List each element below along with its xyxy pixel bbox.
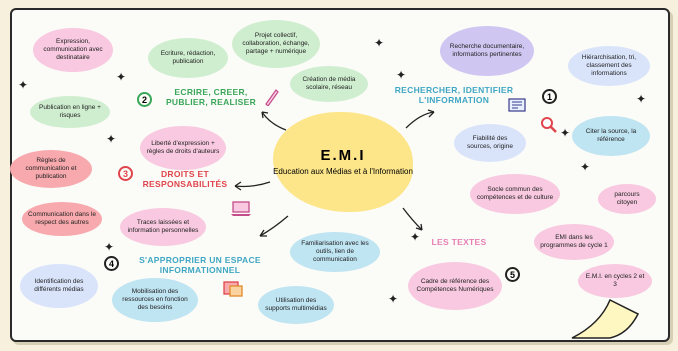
laptop-icon bbox=[231, 201, 251, 216]
bubble-regles: Règles de communication et publication bbox=[10, 150, 92, 188]
center-title: E.M.I bbox=[320, 147, 366, 164]
heading-approprier: S'APPROPRIER UN ESPACE INFORMATIONNEL bbox=[139, 255, 261, 275]
bubble-emi-cycles: E.M.I. en cycles 2 et 3 bbox=[578, 264, 652, 298]
sparkle-icon: ✦ bbox=[396, 68, 407, 82]
bubble-emi-programmes: EMI dans les programmes de cycle 1 bbox=[534, 224, 614, 260]
sparkle-icon: ✦ bbox=[560, 126, 571, 140]
sparkle-icon: ✦ bbox=[116, 70, 127, 84]
section-number-3: 3 bbox=[118, 166, 133, 181]
arrow-icon bbox=[259, 215, 289, 237]
bubble-parcours: parcours citoyen bbox=[598, 184, 656, 214]
sparkle-icon: ✦ bbox=[104, 240, 115, 254]
bubble-ecriture: Ecriture, rédaction, publication bbox=[148, 38, 228, 78]
bubble-recherche: Recherche documentaire, informations per… bbox=[440, 26, 534, 76]
magnifier-icon bbox=[541, 117, 557, 133]
bubble-creation: Création de média scolaire, réseau bbox=[290, 66, 368, 102]
sparkle-icon: ✦ bbox=[636, 92, 647, 106]
bubble-traces: Traces laissées et information personnel… bbox=[120, 208, 206, 246]
sparkle-icon: ✦ bbox=[18, 78, 29, 92]
tablet-icon bbox=[223, 281, 243, 297]
heading-ecrire: ECRIRE, CREER, PUBLIER, REALISER bbox=[165, 87, 257, 107]
bubble-communication: Communication dans le respect des autres bbox=[22, 202, 102, 236]
heading-textes: LES TEXTES bbox=[431, 237, 487, 247]
folded-corner-icon bbox=[571, 298, 640, 339]
bubble-expression: Expression, communication avec destinata… bbox=[33, 28, 113, 72]
sparkle-icon: ✦ bbox=[410, 230, 421, 244]
heading-droits: DROITS ET RESPONSABILITÉS bbox=[142, 169, 228, 189]
sparkle-icon: ✦ bbox=[374, 36, 385, 50]
bubble-citer: Citer la source, la référence bbox=[572, 116, 650, 156]
bubble-identification: Identification des différents médias bbox=[20, 264, 98, 308]
center-subtitle: Education aux Médias et à l'Information bbox=[273, 167, 413, 176]
pencil-icon bbox=[265, 89, 279, 106]
sparkle-icon: ✦ bbox=[580, 160, 591, 174]
arrow-icon bbox=[405, 109, 435, 129]
bubble-projet: Projet collectif, collaboration, échange… bbox=[232, 20, 320, 68]
section-number-2: 2 bbox=[137, 92, 152, 107]
bubble-hierarchisation: Hiérarchisation, tri, classement des inf… bbox=[568, 46, 650, 86]
bubble-utilisation: Utilisation des supports multimédias bbox=[258, 286, 334, 324]
section-number-4: 4 bbox=[104, 256, 119, 271]
sparkle-icon: ✦ bbox=[106, 132, 117, 146]
bubble-liberte: Liberté d'expression + règles de droits … bbox=[140, 126, 226, 170]
section-number-1: 1 bbox=[542, 89, 557, 104]
bubble-familiarisation: Familiarisation avec les outils, lien de… bbox=[290, 232, 380, 272]
bubble-cadre: Cadre de référence des Compétences Numér… bbox=[408, 262, 502, 310]
arrow-icon bbox=[261, 111, 287, 131]
arrow-icon bbox=[402, 207, 423, 231]
bubble-publication: Publication en ligne + risques bbox=[30, 96, 110, 128]
bubble-socle: Socle commun des compétences et de cultu… bbox=[470, 174, 560, 214]
sparkle-icon: ✦ bbox=[388, 292, 399, 306]
arrow-icon bbox=[234, 181, 271, 191]
bubble-fiabilite: Fiabilité des sources, origine bbox=[454, 124, 526, 162]
bubble-mobilisation: Mobilisation des ressources en fonction … bbox=[112, 278, 198, 322]
heading-rechercher: RECHERCHER, IDENTIFIER L'INFORMATION bbox=[394, 85, 514, 105]
center-node: E.M.I Education aux Médias et à l'Inform… bbox=[273, 112, 413, 212]
section-number-5: 5 bbox=[505, 267, 520, 282]
newspaper-icon bbox=[508, 98, 526, 112]
